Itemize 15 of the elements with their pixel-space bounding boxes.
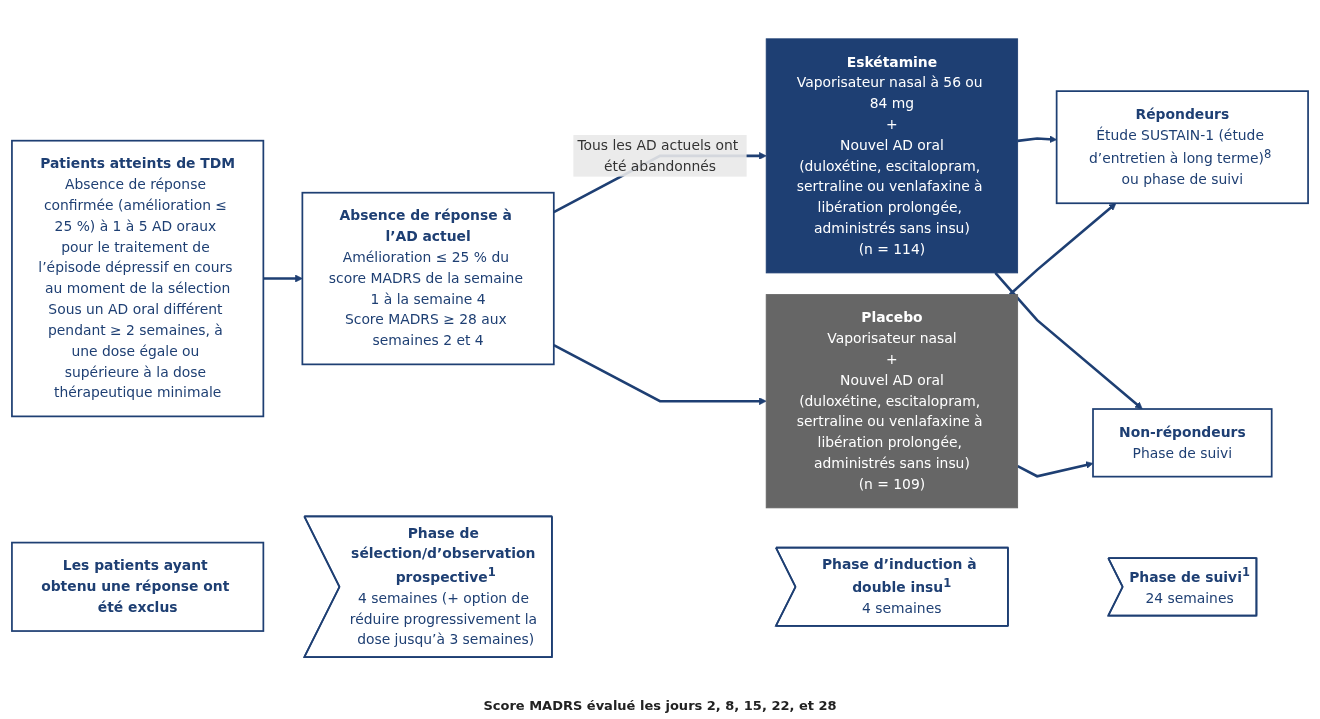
arrow: [994, 272, 1143, 410]
node-box: Placebo Vaporisateur nasal + Nouvel AD oral (duloxétine, escitalopram, sertraline ou venlafaxine à libération prolongée, administrés sans insu) (n = 109): [765, 294, 1019, 509]
node-box: Non-répondeurs Phase de suivi: [1092, 408, 1273, 478]
arrow: [1017, 135, 1057, 144]
arrow: [1017, 461, 1094, 478]
node-box: Les patients ayant obtenu une réponse ont été exclus: [11, 541, 265, 632]
note-text: Score MADRS évalué les jours 2, 8, 15, 22, et 28: [483, 698, 837, 713]
node-box: Patients atteints de TDM Absence de réponse confirmée (amélioration ≤ 25 %) à 1 à 5 AD oraux pour le traitement de l’épisode dépressif en cours au moment de la sélection Sous un AD oral différent pendant ≥ 2 semaines, à une dose égale ou supérieure à la dose thérapeutique minimale: [11, 139, 265, 418]
arrow: [263, 274, 303, 283]
arrow: [553, 343, 767, 406]
node-box: Absence de réponse à l’AD actuel Amélioration ≤ 25 % du score MADRS de la semaine 1 à la semaine 4 Score MADRS ≥ 28 aux semaines 2 et 4: [301, 191, 555, 366]
arrow: [1008, 202, 1117, 296]
node-box: Eskétamine Vaporisateur nasal à 56 ou 84 mg + Nouvel AD oral (duloxétine, escitalopram, sertraline ou venlafaxine à libération prolongée, administrés sans insu) (n = 114): [765, 38, 1019, 274]
node-box: Répondeurs Étude SUSTAIN-1 (étude d’entretien à long terme)$^{8}$ ou phase de suivi: [1055, 90, 1309, 205]
edge-label: Tous les AD actuels ont été abandonnés: [577, 136, 739, 175]
